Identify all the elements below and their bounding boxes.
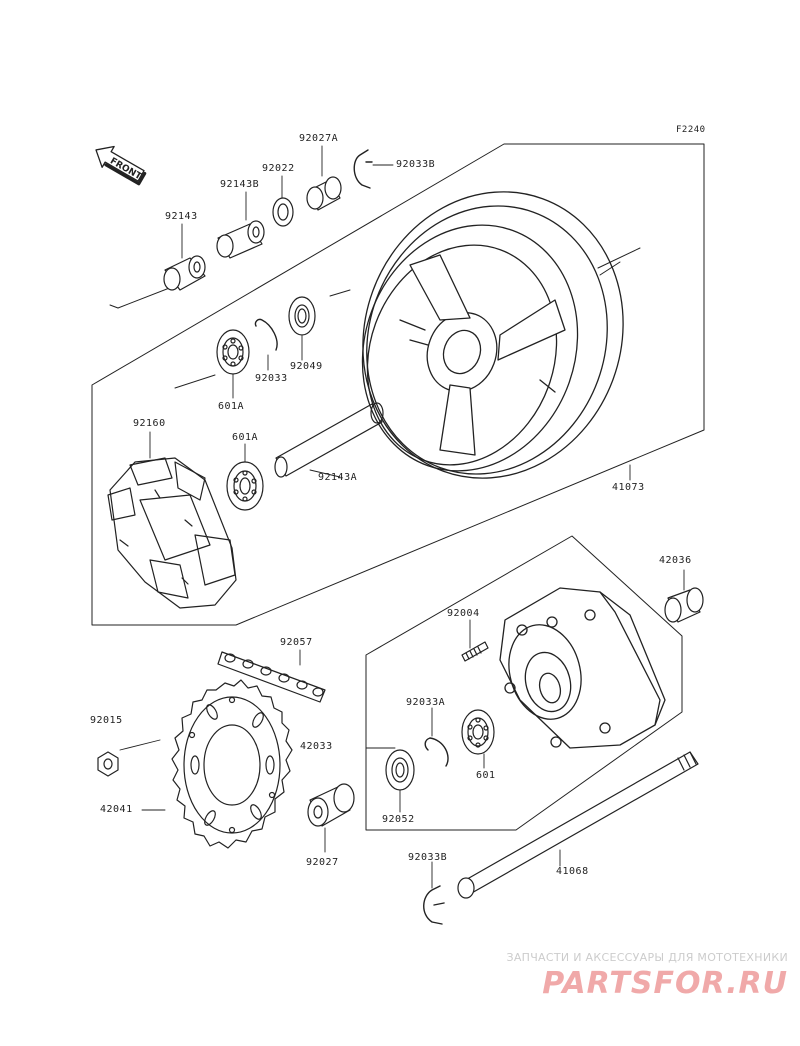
part-label-92143[interactable]: 92143 <box>165 211 198 222</box>
circlip-92033-icon <box>254 318 278 351</box>
lower-assembly-frame <box>365 535 683 831</box>
collar-42036-icon <box>664 587 704 623</box>
part-label-92057[interactable]: 92057 <box>280 637 313 648</box>
spacer-92143-icon <box>163 255 206 291</box>
part-label-92027[interactable]: 92027 <box>306 857 339 868</box>
seal-92052-icon <box>385 749 415 791</box>
part-label-41068[interactable]: 41068 <box>556 866 589 877</box>
tube-92143a-icon <box>274 402 384 478</box>
sprocket-42041-icon <box>171 679 293 849</box>
part-label-92033a[interactable]: 92033A <box>406 697 446 708</box>
part-label-92033b-bottom[interactable]: 92033B <box>408 852 448 863</box>
collar-92027a-icon <box>306 176 342 211</box>
part-label-92015[interactable]: 92015 <box>90 715 123 726</box>
bearing-601a-lower-icon <box>226 461 264 511</box>
collar-92022-icon <box>272 197 294 227</box>
nut-92015-icon <box>97 751 119 777</box>
hub-42033-icon <box>499 587 666 749</box>
part-label-41073[interactable]: 41073 <box>612 482 645 493</box>
seal-92049-icon <box>288 296 316 336</box>
part-label-601a-upper[interactable]: 601A <box>218 401 245 412</box>
part-label-92143b[interactable]: 92143B <box>220 179 260 190</box>
part-label-42036[interactable]: 42036 <box>659 555 692 566</box>
circlip-92033a-icon <box>424 737 449 767</box>
part-label-92052[interactable]: 92052 <box>382 814 415 825</box>
collar-92027-icon <box>307 783 355 827</box>
part-label-42041[interactable]: 42041 <box>100 804 133 815</box>
part-label-601[interactable]: 601 <box>476 770 496 781</box>
part-label-601a-lower[interactable]: 601A <box>232 432 259 443</box>
part-label-92022[interactable]: 92022 <box>262 163 295 174</box>
watermark-tagline: ЗАПЧАСТИ И АКСЕССУАРЫ ДЛЯ МОТОТЕХНИКИ <box>506 951 788 964</box>
circlip-92033b-icon <box>353 149 373 189</box>
part-label-92143a[interactable]: 92143A <box>318 472 358 483</box>
front-arrow-icon: FRONT <box>95 145 147 186</box>
damper-92160-icon <box>107 457 237 609</box>
part-label-92049[interactable]: 92049 <box>290 361 323 372</box>
circlip-92033b-bottom-icon <box>423 885 445 925</box>
figure-code: F2240 <box>676 125 706 135</box>
part-label-92160[interactable]: 92160 <box>133 418 166 429</box>
part-label-92027a[interactable]: 92027A <box>299 133 339 144</box>
part-label-92033b[interactable]: 92033B <box>396 159 436 170</box>
part-label-92004[interactable]: 92004 <box>447 608 480 619</box>
bearing-601-icon <box>461 709 495 755</box>
stud-92004-icon <box>461 641 489 662</box>
wheel-41073-icon <box>361 191 624 479</box>
axle-41068-icon <box>457 751 699 899</box>
chain-92057-icon <box>217 651 326 703</box>
part-label-42033[interactable]: 42033 <box>300 741 333 752</box>
bearing-601a-upper-icon <box>216 329 250 375</box>
spacer-92143b-icon <box>216 220 265 259</box>
part-label-92033[interactable]: 92033 <box>255 373 288 384</box>
leader-lines <box>119 145 685 889</box>
watermark-logo[interactable]: PARTSFOR.RU <box>542 966 788 1001</box>
upper-assembly-frame <box>91 143 705 626</box>
